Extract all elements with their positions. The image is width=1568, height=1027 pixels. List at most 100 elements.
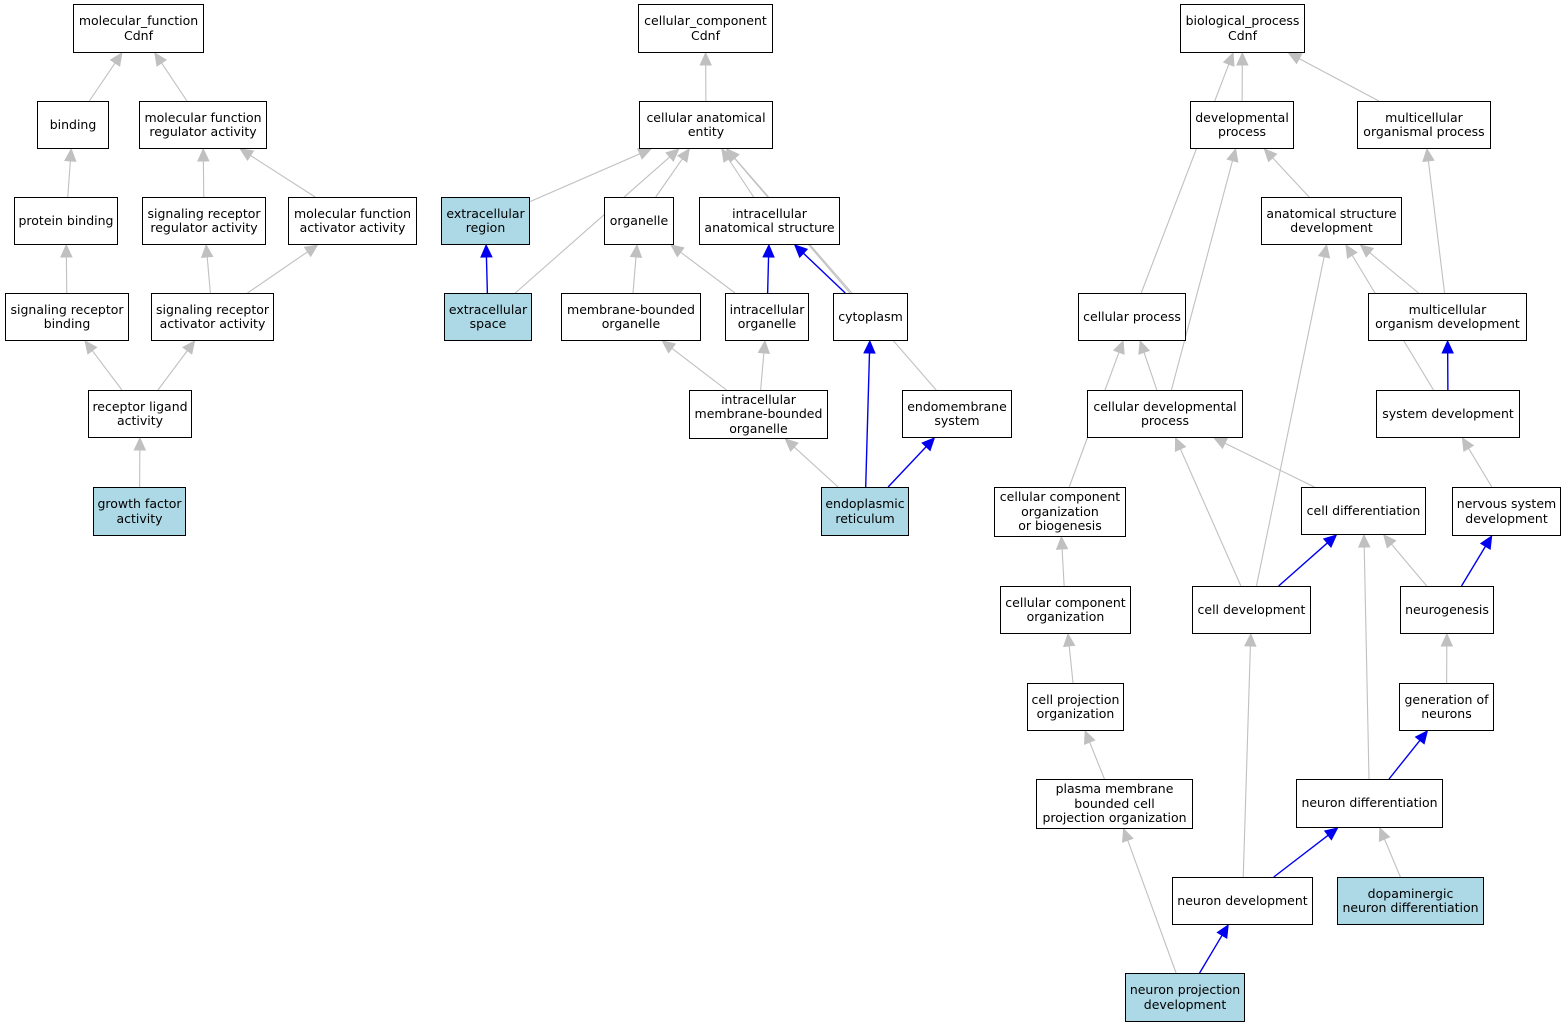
edge-arrowhead bbox=[1112, 339, 1125, 355]
go-term-node-sigrecact[interactable]: signaling receptor activator activity bbox=[151, 293, 274, 341]
go-term-node-extspace[interactable]: extracellular space bbox=[444, 293, 532, 341]
go-term-node-genneu[interactable]: generation of neurons bbox=[1399, 683, 1494, 731]
go-term-node-extreg[interactable]: extracellular region bbox=[441, 197, 530, 245]
go-term-node-mbo[interactable]: membrane-bounded organelle bbox=[561, 293, 701, 341]
go-term-node-mf[interactable]: molecular_function Cdnf bbox=[73, 4, 204, 53]
edge-celldev-to-cdp bbox=[1179, 448, 1242, 587]
edge-celldev-to-celldiff bbox=[1278, 542, 1328, 587]
edge-arrowhead bbox=[1236, 51, 1249, 66]
go-term-node-ias[interactable]: intracellular anatomical structure bbox=[699, 197, 840, 245]
edge-arrowhead bbox=[1322, 534, 1338, 548]
edge-mod-to-asd bbox=[1369, 252, 1419, 294]
go-term-node-cae[interactable]: cellular anatomical entity bbox=[639, 101, 773, 149]
edge-arrowhead bbox=[762, 243, 775, 258]
edge-organelle-to-cae bbox=[655, 158, 683, 198]
go-term-node-multiproc[interactable]: multicellular organismal process bbox=[1357, 101, 1491, 149]
edge-recligand-to-sigrecbind bbox=[91, 350, 123, 391]
edge-arrowhead bbox=[1461, 436, 1475, 452]
go-term-node-organelle[interactable]: organelle bbox=[604, 197, 674, 245]
go-term-node-nsd[interactable]: nervous system development bbox=[1452, 487, 1561, 536]
go-term-node-cyto[interactable]: cytoplasm bbox=[833, 293, 908, 341]
go-term-node-celldiff[interactable]: cell differentiation bbox=[1301, 487, 1426, 535]
edge-er-to-imbo bbox=[793, 446, 839, 488]
edge-arrowhead bbox=[109, 52, 123, 67]
edge-arrowhead bbox=[1382, 534, 1397, 549]
edge-arrowhead bbox=[1414, 730, 1429, 745]
go-term-node-io[interactable]: intracellular organelle bbox=[725, 293, 809, 341]
go-term-node-devproc[interactable]: developmental process bbox=[1190, 101, 1294, 149]
go-term-node-imbo[interactable]: intracellular membrane-bounded organelle bbox=[689, 390, 828, 439]
go-term-node-er[interactable]: endoplasmic reticulum bbox=[821, 487, 909, 536]
edge-arrowhead bbox=[921, 437, 936, 452]
edge-arrowhead bbox=[1138, 339, 1151, 355]
edge-arrowhead bbox=[699, 51, 712, 66]
edge-arrowhead bbox=[1357, 533, 1371, 548]
go-term-node-neurogen[interactable]: neurogenesis bbox=[1400, 586, 1494, 634]
edge-arrowhead bbox=[1378, 826, 1391, 842]
edge-neudev-to-neudiff bbox=[1273, 834, 1329, 878]
edge-io-to-ias bbox=[766, 256, 770, 294]
go-term-node-cdp[interactable]: cellular developmental process bbox=[1087, 390, 1243, 438]
edge-recligand-to-sigrecact bbox=[157, 350, 188, 391]
edge-arrowhead bbox=[1287, 52, 1303, 65]
go-term-node-sigrecreg[interactable]: signaling receptor regulator activity bbox=[142, 197, 266, 245]
edge-arrowhead bbox=[182, 340, 196, 355]
edge-mbo-to-organelle bbox=[632, 256, 637, 294]
edge-arrowhead bbox=[1216, 923, 1229, 939]
go-term-node-binding[interactable]: binding bbox=[37, 101, 109, 149]
edge-cdp-to-cellproc bbox=[1143, 352, 1158, 391]
go-term-node-protbind[interactable]: protein binding bbox=[14, 197, 118, 245]
edge-arrowhead bbox=[1222, 51, 1235, 67]
edge-arrowhead bbox=[784, 438, 799, 453]
edge-arrowhead bbox=[636, 148, 652, 160]
go-term-node-cellproc[interactable]: cellular process bbox=[1078, 293, 1186, 341]
go-term-node-celldev[interactable]: cell development bbox=[1192, 586, 1311, 634]
edge-arrowhead bbox=[676, 148, 690, 163]
go-term-node-npd[interactable]: neuron projection development bbox=[1125, 973, 1245, 1022]
edge-binding-to-mf bbox=[88, 62, 116, 102]
go-term-node-mfreg[interactable]: molecular function regulator activity bbox=[139, 101, 267, 149]
edge-cyto-to-ias bbox=[802, 252, 846, 294]
go-term-node-sigrecbind[interactable]: signaling receptor binding bbox=[5, 293, 129, 341]
edge-arrowhead bbox=[1213, 437, 1229, 450]
go-term-node-neudev[interactable]: neuron development bbox=[1172, 877, 1313, 925]
edge-arrowhead bbox=[670, 244, 685, 258]
go-term-node-cco[interactable]: cellular component organization bbox=[1000, 586, 1131, 634]
edge-imbo-to-mbo bbox=[671, 347, 727, 391]
edge-arrowhead bbox=[1063, 632, 1076, 648]
go-term-node-cpo[interactable]: cell projection organization bbox=[1027, 683, 1124, 731]
go-term-node-endomem[interactable]: endomembrane system bbox=[902, 390, 1012, 438]
go-term-node-ccob[interactable]: cellular component organization or bioge… bbox=[994, 487, 1126, 537]
edge-celldev-to-asd bbox=[1255, 256, 1325, 587]
go-term-node-neudiff[interactable]: neuron differentiation bbox=[1296, 779, 1443, 828]
edge-arrowhead bbox=[200, 243, 214, 259]
edge-arrowhead bbox=[665, 148, 680, 162]
edge-endomem-to-cae bbox=[734, 157, 937, 391]
edge-extspace-to-extreg bbox=[485, 256, 489, 294]
go-term-node-growth[interactable]: growth factor activity bbox=[93, 487, 186, 536]
go-term-node-pmbcpo[interactable]: plasma membrane bounded cell projection … bbox=[1036, 779, 1193, 829]
go-term-node-recligand[interactable]: receptor ligand activity bbox=[88, 390, 192, 438]
edge-neurogen-to-nsd bbox=[1460, 545, 1487, 587]
edge-neudev-to-celldev bbox=[1242, 645, 1251, 878]
go-term-node-cc[interactable]: cellular_component Cdnf bbox=[638, 4, 773, 53]
go-term-node-bp[interactable]: biological_process Cdnf bbox=[1180, 4, 1305, 53]
edge-npd-to-neudev bbox=[1198, 934, 1223, 974]
edge-arrowhead bbox=[1121, 827, 1134, 843]
go-term-node-mfact[interactable]: molecular function activator activity bbox=[288, 197, 417, 245]
edge-arrowhead bbox=[1226, 147, 1239, 163]
edge-arrowhead bbox=[629, 243, 643, 258]
go-term-node-asd[interactable]: anatomical structure development bbox=[1261, 197, 1402, 245]
edge-arrowhead bbox=[64, 147, 77, 162]
edge-protbind-to-binding bbox=[67, 160, 71, 198]
go-term-node-mod[interactable]: multicellular organism development bbox=[1368, 293, 1527, 341]
edge-arrowhead bbox=[1479, 534, 1493, 550]
go-term-node-sysdev[interactable]: system development bbox=[1376, 390, 1520, 438]
go-term-node-dopa[interactable]: dopaminergic neuron differentiation bbox=[1337, 877, 1484, 925]
edge-arrowhead bbox=[133, 436, 147, 451]
edge-arrowhead bbox=[1345, 243, 1358, 259]
edge-arrowhead bbox=[1317, 243, 1331, 259]
edge-arrowhead bbox=[661, 340, 677, 354]
edge-arrowhead bbox=[1440, 632, 1454, 647]
